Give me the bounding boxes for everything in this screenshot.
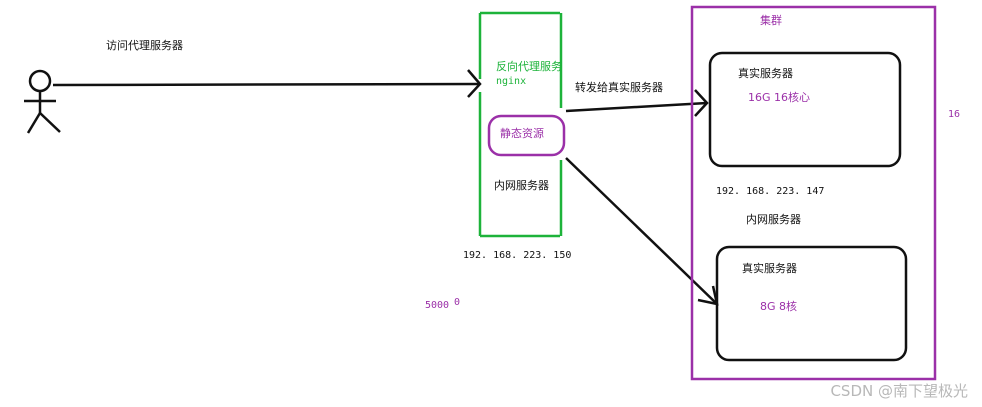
real-server-1-label: 真实服务器 [738,67,793,80]
static-resources-label: 静态资源 [500,127,544,140]
user-stick-figure [24,69,61,134]
ip-left-label: 192. 168. 223. 150 [463,250,572,261]
arrow-proxy-to-server1 [565,89,709,117]
real-server-2-label: 真实服务器 [742,262,797,275]
csdn-watermark: CSDN @南下望极光 [830,382,968,400]
real-server-2-spec: 8G 8核 [760,300,798,313]
intranet-server-left-label: 内网服务器 [494,179,549,192]
real-server-2-box [715,245,908,362]
arrow-proxy-to-server2 [565,157,719,306]
number-16-label: 16 [948,109,961,120]
arrow-user-to-proxy [52,69,482,98]
nginx-label: nginx [496,76,527,87]
proxy-server-box [478,11,563,238]
real-server-1-spec: 16G 16核心 [748,91,811,104]
cluster-box [690,5,937,381]
real-server-1-box [708,51,902,168]
number-5000-label: 5000 [425,300,450,311]
static-resources-box [487,114,566,157]
forward-to-real-label: 转发给真实服务器 [575,81,663,94]
intranet-server-right-label: 内网服务器 [746,213,801,226]
visit-proxy-label: 访问代理服务器 [106,39,183,52]
cluster-label: 集群 [760,14,782,27]
number-0-label: 0 [454,297,461,308]
reverse-proxy-label: 反向代理服务 [496,60,562,73]
ip-right-label: 192. 168. 223. 147 [716,186,825,197]
